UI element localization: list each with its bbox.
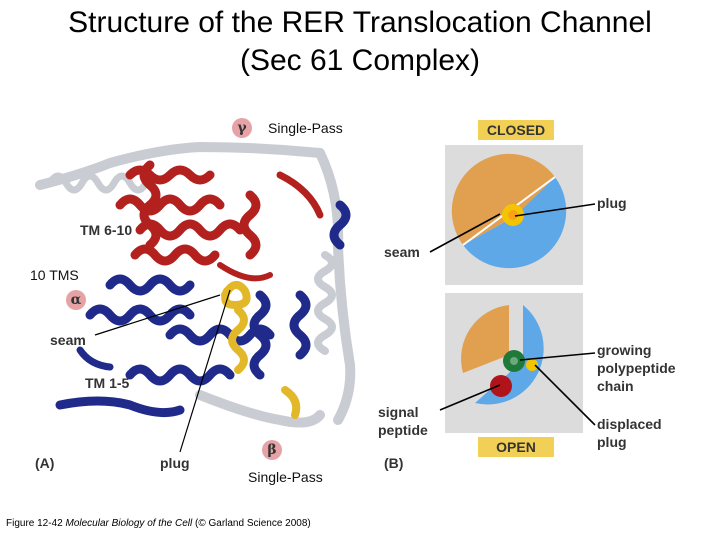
gray-helices bbox=[35, 141, 356, 428]
alpha-subunit-badge: α bbox=[66, 290, 86, 310]
alpha-note: 10 TMS bbox=[30, 267, 79, 283]
gamma-note: Single-Pass bbox=[268, 120, 343, 136]
title-line-1: Structure of the RER Translocation Chann… bbox=[68, 6, 652, 39]
growing-line-1: growing bbox=[597, 342, 652, 358]
sec61-structure-illustration bbox=[35, 141, 356, 453]
caption-suffix: (© Garland Science 2008) bbox=[192, 518, 311, 529]
caption-book-title: Molecular Biology of the Cell bbox=[65, 518, 193, 529]
growing-chain-label: growing polypeptide chain bbox=[597, 341, 676, 395]
gamma-subunit-badge: γ bbox=[232, 118, 252, 138]
blue-helices-tm1-5 bbox=[55, 200, 351, 418]
panel-b-pointer-lines bbox=[429, 203, 596, 426]
caption-prefix: Figure 12-42 bbox=[6, 518, 66, 529]
growing-chain-dot bbox=[503, 350, 525, 372]
figure-caption: Figure 12-42 Molecular Biology of the Ce… bbox=[6, 518, 311, 529]
displaced-plug-dot bbox=[526, 359, 538, 371]
closed-state-label: CLOSED bbox=[478, 120, 554, 140]
open-blue-half bbox=[475, 305, 544, 405]
displaced-plug-label: displaced plug bbox=[597, 415, 662, 451]
tm-6-10-label: TM 6-10 bbox=[80, 222, 133, 238]
red-helices-tm6-10 bbox=[115, 160, 324, 282]
growing-line-3: chain bbox=[597, 378, 634, 394]
seam-label-b: seam bbox=[384, 244, 420, 260]
displaced-line-1: displaced bbox=[597, 416, 662, 432]
closed-orange-half bbox=[451, 153, 555, 245]
closed-channel-diagram bbox=[451, 153, 567, 269]
open-state-label: OPEN bbox=[478, 437, 554, 457]
open-orange-half bbox=[461, 305, 509, 373]
panel-b-letter: (B) bbox=[384, 455, 404, 471]
panel-a-letter: (A) bbox=[35, 455, 55, 471]
tm-1-5-label: TM 1-5 bbox=[85, 375, 130, 391]
seam-label-a: seam bbox=[50, 332, 86, 348]
signal-line-1: signal bbox=[378, 404, 419, 420]
panel-a-pointer-lines bbox=[94, 289, 231, 453]
growing-line-2: polypeptide bbox=[597, 360, 676, 376]
beta-note: Single-Pass bbox=[248, 469, 323, 485]
plug-label-a: plug bbox=[160, 455, 190, 471]
signal-line-2: peptide bbox=[378, 422, 428, 438]
displaced-line-2: plug bbox=[597, 434, 627, 450]
beta-subunit-badge: β bbox=[262, 440, 282, 460]
title-line-2: (Sec 61 Complex) bbox=[239, 44, 481, 77]
signal-peptide-label: signal peptide bbox=[378, 403, 428, 439]
page-title: Structure of the RER Translocation Chann… bbox=[0, 4, 720, 80]
plug-label-b: plug bbox=[597, 195, 627, 211]
signal-peptide-dot bbox=[490, 375, 512, 397]
open-channel-diagram bbox=[461, 305, 544, 405]
